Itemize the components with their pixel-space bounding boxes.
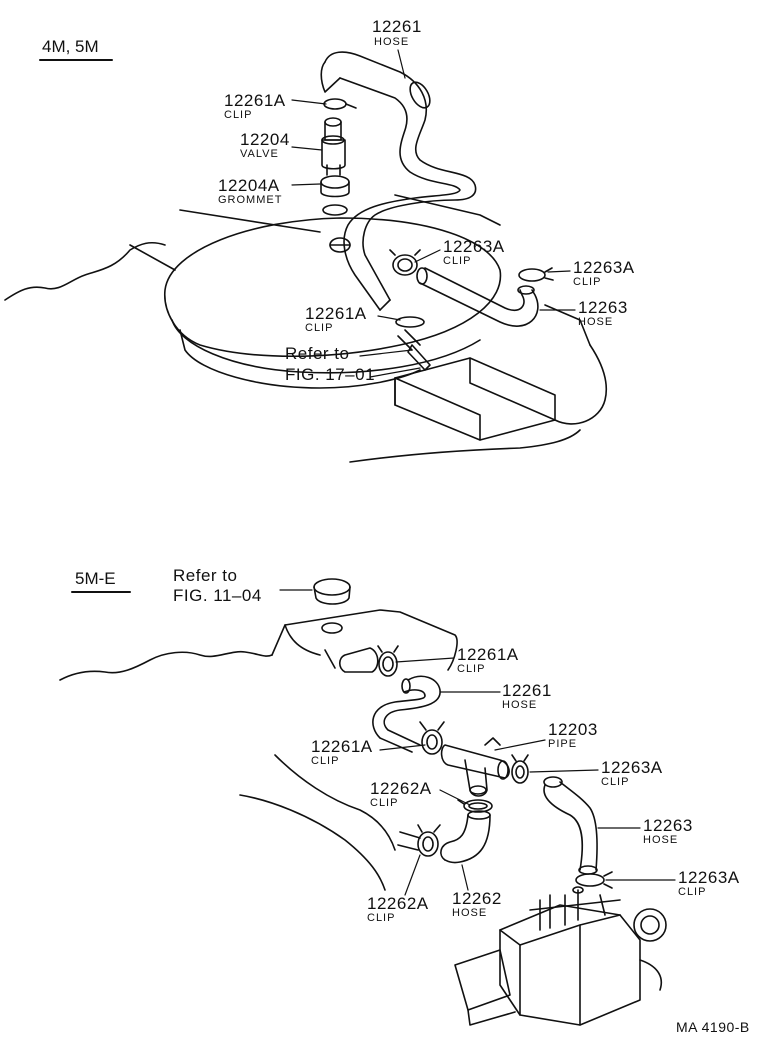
clip-12263A-bot2 xyxy=(575,871,613,889)
part-number-12262: 12262 xyxy=(452,889,502,908)
clip-12263A-top2 xyxy=(518,267,554,282)
throttle-body xyxy=(454,886,667,1026)
part-number-12263A-top1: 12263A xyxy=(443,237,505,256)
part-number-12203: 12203 xyxy=(548,720,598,739)
part-number-12261A-bot2: 12261A xyxy=(311,737,373,756)
valve-cover-bottom xyxy=(271,609,458,671)
part-number-12262A-bot1: 12262A xyxy=(370,779,432,798)
fitting-top xyxy=(395,316,431,371)
part-number-12263A-bot1: 12263A xyxy=(601,758,663,777)
engine-outline-bottom xyxy=(59,650,273,681)
part-number-12262A-bot2: 12262A xyxy=(367,894,429,913)
hose-12262 xyxy=(440,810,491,864)
part-name-clip-top4: CLIP xyxy=(305,322,334,334)
part-name-clip-bot4: CLIP xyxy=(370,797,399,809)
clip-12263A-top1 xyxy=(389,249,421,276)
pipe-12203 xyxy=(440,737,510,797)
part-name-hose-bot2: HOSE xyxy=(643,834,679,846)
figure-code: MA 4190-B xyxy=(676,1019,750,1035)
part-name-clip-bot2: CLIP xyxy=(311,755,340,767)
hose-12263-top xyxy=(416,267,539,327)
reference-bottom-line2: FIG. 11–04 xyxy=(173,586,262,605)
part-name-pipe: PIPE xyxy=(548,738,578,750)
part-name-clip-top3: CLIP xyxy=(573,276,602,288)
part-number-12261A-bot1: 12261A xyxy=(457,645,519,664)
section-label-4m-5m: 4M, 5M xyxy=(42,37,99,56)
part-number-12263-bot: 12263 xyxy=(643,816,693,835)
top-assembly xyxy=(4,49,608,463)
part-name-clip-bot3: CLIP xyxy=(601,776,630,788)
part-number-12263-top: 12263 xyxy=(578,298,628,317)
reference-top-line1: Refer to xyxy=(285,344,350,363)
section-label-5m-e: 5M-E xyxy=(75,569,116,588)
valve-cover-top xyxy=(349,304,608,463)
leaders-bottom xyxy=(379,657,676,896)
part-name-clip-bot5: CLIP xyxy=(678,886,707,898)
part-number-12261-top: 12261 xyxy=(372,17,422,36)
hose-12261-bot xyxy=(372,675,441,753)
part-number-12261A-top1: 12261A xyxy=(224,91,286,110)
reference-bottom-line1: Refer to xyxy=(173,566,238,585)
air-cleaner-housing xyxy=(129,194,502,389)
part-name-clip-bot6: CLIP xyxy=(367,912,396,924)
grommet-12204A xyxy=(320,175,351,253)
part-name-grommet: GROMMET xyxy=(218,194,283,206)
part-name-clip-top1: CLIP xyxy=(224,109,253,121)
part-number-12263A-bot2: 12263A xyxy=(678,868,740,887)
part-name-hose-bot3: HOSE xyxy=(452,907,488,919)
part-number-12204A: 12204A xyxy=(218,176,280,195)
leaders-top xyxy=(291,49,576,378)
part-number-12204: 12204 xyxy=(240,130,290,149)
part-name-clip-top2: CLIP xyxy=(443,255,472,267)
intake-outline xyxy=(239,754,396,891)
clip-12262A-bot1 xyxy=(457,799,493,813)
part-number-12263A-top2: 12263A xyxy=(573,258,635,277)
hose-12263-bot xyxy=(543,776,598,875)
engine-outline-top xyxy=(4,242,166,301)
bottom-assembly xyxy=(59,578,676,1026)
clip-12262A-bot2 xyxy=(397,824,441,857)
clip-12261A-bot1 xyxy=(338,645,399,677)
part-name-hose-top2: HOSE xyxy=(578,316,614,328)
clip-12261A-bot2 xyxy=(419,721,445,755)
part-number-12261-bot: 12261 xyxy=(502,681,552,700)
part-name-hose-bot1: HOSE xyxy=(502,699,538,711)
part-name-valve: VALVE xyxy=(240,148,279,160)
reference-top-line2: FIG. 17–01 xyxy=(285,365,376,384)
part-number-12261A-top2: 12261A xyxy=(305,304,367,323)
clip-12261A-top1 xyxy=(323,98,357,110)
clip-12263A-bot1 xyxy=(511,754,529,784)
valve-12204 xyxy=(321,117,346,176)
part-name-clip-bot1: CLIP xyxy=(457,663,486,675)
oil-filler-cap xyxy=(279,578,351,605)
part-name-hose-top: HOSE xyxy=(374,36,410,48)
hose-12261-top xyxy=(320,51,477,311)
